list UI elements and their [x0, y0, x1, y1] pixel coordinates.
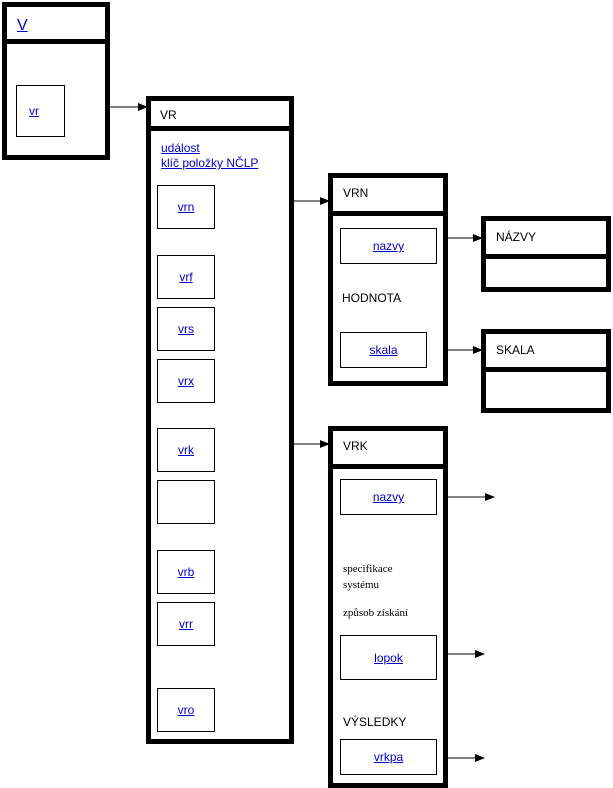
specifikace-line1: specifikace	[343, 563, 393, 575]
vrk-link[interactable]: vrk	[178, 443, 194, 457]
vrn-skala-link[interactable]: skala	[369, 343, 398, 357]
zpusob-ziskani-label: způsob získání	[343, 607, 409, 619]
vrn-item-skala[interactable]: skala	[340, 332, 427, 368]
v-box-header: V	[7, 7, 105, 44]
vr-box: VR událost klíč položky NČLP vrn vrf vrs…	[146, 96, 294, 744]
vrk-box-header: VRK	[333, 431, 443, 469]
vr-item-empty	[157, 480, 215, 524]
specifikace-label: specifikace systému	[343, 561, 392, 593]
vr-item-vrn[interactable]: vrn	[157, 185, 215, 229]
vr-item-vrr[interactable]: vrr	[157, 602, 215, 646]
vrk-item-vrkpa[interactable]: vrkpa	[340, 739, 437, 775]
vr-item-link[interactable]: vr	[29, 104, 39, 118]
vrs-link[interactable]: vrs	[178, 322, 194, 336]
hodnota-label: HODNOTA	[342, 291, 402, 305]
vrk-item-nazvy[interactable]: nazvy	[340, 479, 437, 515]
v-title-link[interactable]: V	[17, 17, 28, 34]
vr-box-header: VR	[151, 101, 289, 131]
lopok-link[interactable]: lopok	[374, 650, 403, 665]
vysledky-label: VÝSLEDKY	[343, 715, 407, 729]
vrk-nazvy-link[interactable]: nazvy	[372, 490, 405, 504]
vr-item-vrb[interactable]: vrb	[157, 550, 215, 594]
nazvy-box-header: NÁZVY	[486, 221, 606, 259]
vro-link[interactable]: vro	[177, 703, 195, 717]
vrf-link[interactable]: vrf	[179, 270, 193, 284]
klic-polozky-link[interactable]: klíč položky NČLP	[161, 156, 259, 170]
vr-item-vrs[interactable]: vrs	[157, 307, 215, 351]
skala-box-header: SKALA	[486, 334, 606, 372]
vrn-link[interactable]: vrn	[177, 200, 195, 214]
vrn-nazvy-link[interactable]: nazvy	[372, 239, 405, 253]
vr-item-vrf[interactable]: vrf	[157, 255, 215, 299]
vr-item[interactable]: vr	[16, 85, 65, 137]
skala-box: SKALA	[481, 329, 611, 413]
vr-item-vrx[interactable]: vrx	[157, 359, 215, 403]
vr-item-vro[interactable]: vro	[157, 688, 215, 732]
nazvy-box: NÁZVY	[481, 216, 611, 292]
vrx-link[interactable]: vrx	[178, 374, 194, 388]
vrn-box: VRN nazvy HODNOTA skala	[328, 173, 448, 386]
vr-item-vrk[interactable]: vrk	[157, 428, 215, 472]
vrn-box-header: VRN	[333, 178, 443, 216]
vrkpa-link[interactable]: vrkpa	[373, 750, 404, 764]
vrk-box: VRK nazvy specifikace systému způsob zís…	[328, 426, 448, 788]
udalost-link[interactable]: událost	[161, 141, 200, 155]
vrk-item-lopok[interactable]: lopok	[340, 635, 437, 680]
vrb-link[interactable]: vrb	[177, 565, 195, 579]
specifikace-line2: systému	[343, 579, 380, 591]
vrn-item-nazvy[interactable]: nazvy	[340, 228, 437, 264]
v-box: V vr	[2, 2, 110, 160]
vrr-link[interactable]: vrr	[179, 617, 193, 631]
